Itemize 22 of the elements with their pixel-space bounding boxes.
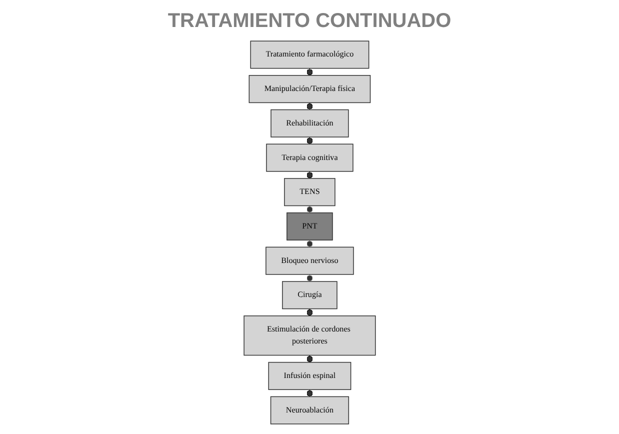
connector <box>306 68 313 76</box>
node-box: Manipulación/Terapia física <box>248 75 370 104</box>
connector <box>306 205 313 214</box>
title: TRATAMIENTO CONTINUADO <box>168 10 452 33</box>
node-box: Rehabilitación <box>270 109 349 138</box>
node-box: Estimulación de cordones posteriores <box>243 315 376 356</box>
connector <box>306 102 313 110</box>
node-box: Bloqueo nervioso <box>265 246 354 275</box>
connector <box>306 308 313 316</box>
node-box: Cirugía <box>282 281 338 310</box>
connector <box>306 136 313 144</box>
node-box: Neuroablación <box>270 396 349 424</box>
connector <box>306 171 313 179</box>
node-box: Terapia cognitiva <box>266 144 354 172</box>
node-box: PNT <box>286 212 333 240</box>
connector <box>306 240 313 248</box>
connector <box>306 354 313 363</box>
node-box: Infusión espinal <box>268 362 351 390</box>
node-box: TENS <box>284 178 336 206</box>
connector <box>306 274 313 282</box>
connector <box>306 389 313 398</box>
node-box: Tratamiento farmacológico <box>250 40 369 69</box>
